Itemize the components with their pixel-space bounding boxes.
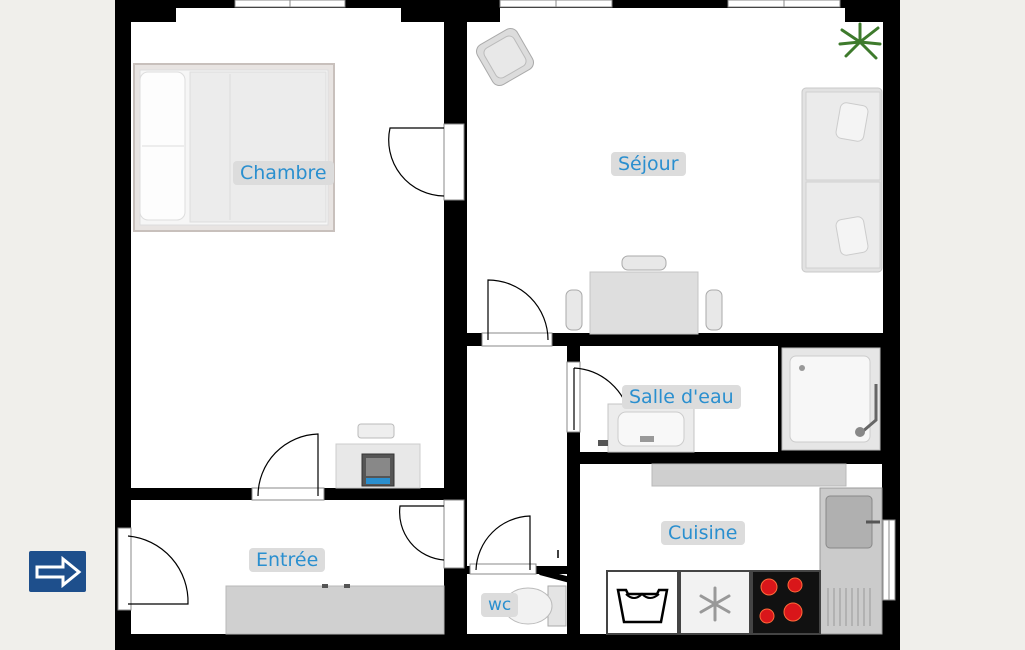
room-label-wc: wc (481, 593, 519, 617)
entrance-arrow-button[interactable] (29, 551, 86, 592)
kitchen-counter (651, 463, 847, 487)
room-label-cuisine: Cuisine (661, 521, 745, 545)
bathroom-sink (598, 403, 695, 453)
room-label-chambre: Chambre (233, 161, 334, 185)
door-openings (117, 123, 581, 611)
hall-cabinet (225, 584, 445, 635)
partition-wall (539, 569, 571, 583)
desk (335, 423, 421, 489)
armchair (476, 28, 534, 86)
cooktop-icon (751, 570, 821, 635)
room-label-sejour: Séjour (611, 152, 686, 176)
shower (781, 347, 881, 451)
kitchen-sink (819, 487, 883, 635)
plant (838, 22, 882, 60)
dining-table (565, 255, 723, 335)
sofa (801, 87, 883, 273)
washing-machine-icon (606, 570, 679, 635)
room-label-entree: Entrée (249, 548, 326, 572)
snowflake-icon (679, 570, 751, 635)
bed (133, 63, 335, 232)
room-label-salle-eau: Salle d'eau (622, 385, 741, 409)
windows (234, 0, 896, 601)
right-arrow-icon (35, 555, 81, 588)
